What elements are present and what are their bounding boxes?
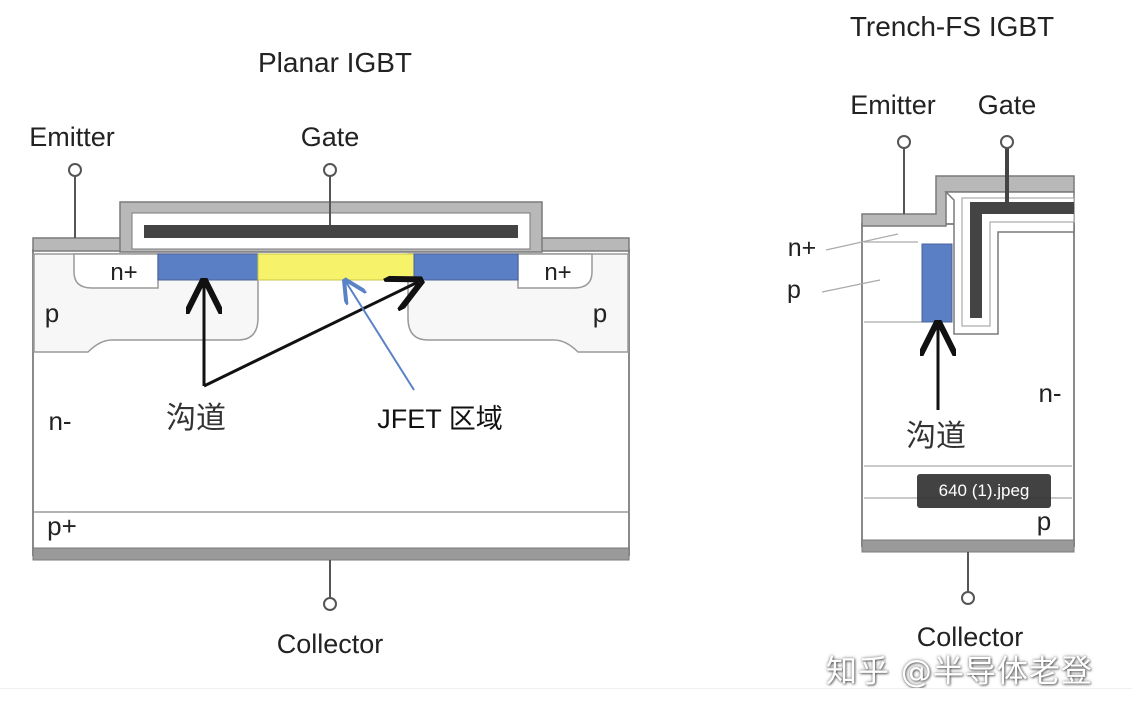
bottom-strip [0,688,1132,711]
planar-channel-arrow-right [203,282,418,388]
filename-tooltip: 640 (1).jpeg [917,474,1051,508]
trench-n-plus-pointer [825,233,899,251]
planar-p-right-label: p [593,298,607,328]
planar-emitter-terminal-icon [68,163,82,177]
trench-title: Trench-FS IGBT [850,11,1054,42]
planar-n-plus-left-region [73,253,159,289]
planar-p-left-label: p [45,298,59,328]
watermark: 知乎 @半导体老登 [826,654,1093,690]
trench-collector-label: Collector [917,622,1024,652]
trench-channel [921,243,953,323]
trench-p-bottom-label: p [1037,506,1051,536]
trench-n-minus-label: n- [1038,378,1061,408]
trench-n-plus-label: n+ [788,234,817,262]
trench-emitter-label: Emitter [850,90,936,120]
planar-jfet-region [257,253,415,281]
trench-p-pointer [821,279,881,293]
trench-gate-label: Gate [978,90,1037,120]
planar-gate-electrode [144,225,518,238]
planar-n-plus-right-label: n+ [544,259,571,286]
planar-collector-label: Collector [277,629,384,659]
planar-p-plus-label: p+ [47,511,77,541]
planar-n-plus-left-label: n+ [110,259,137,286]
trench-gate-oxide-inner [961,197,1075,327]
trench-collector-terminal-icon [961,591,975,605]
trench-gate-terminal-icon [1000,135,1014,149]
trench-emitter-terminal-icon [897,135,911,149]
trench-fs-igbt: Trench-FS IGBT Emitter Gate Collector n+… [787,11,1075,652]
trench-channel-label: 沟道 [906,420,966,453]
planar-collector-metal [32,547,630,561]
planar-n-minus-label: n- [48,406,71,436]
planar-channel-label: 沟道 [166,402,226,435]
planar-channel-left [157,253,259,281]
planar-jfet-label: JFET 区域 [377,404,503,434]
planar-n-plus-right-region [517,253,593,289]
planar-gate-terminal-icon [323,163,337,177]
planar-gate-label: Gate [301,122,360,152]
trench-collector-metal [861,539,1075,553]
planar-collector-terminal-icon [323,597,337,611]
trench-p-label: p [787,276,801,304]
planar-title: Planar IGBT [258,47,412,78]
planar-igbt: Planar IGBT Emitter Gate Collector n [29,47,630,659]
trench-gate-electrode [970,202,1074,318]
planar-emitter-label: Emitter [29,122,115,152]
planar-channel-right [413,253,519,281]
planar-jfet-arrow [346,282,415,391]
